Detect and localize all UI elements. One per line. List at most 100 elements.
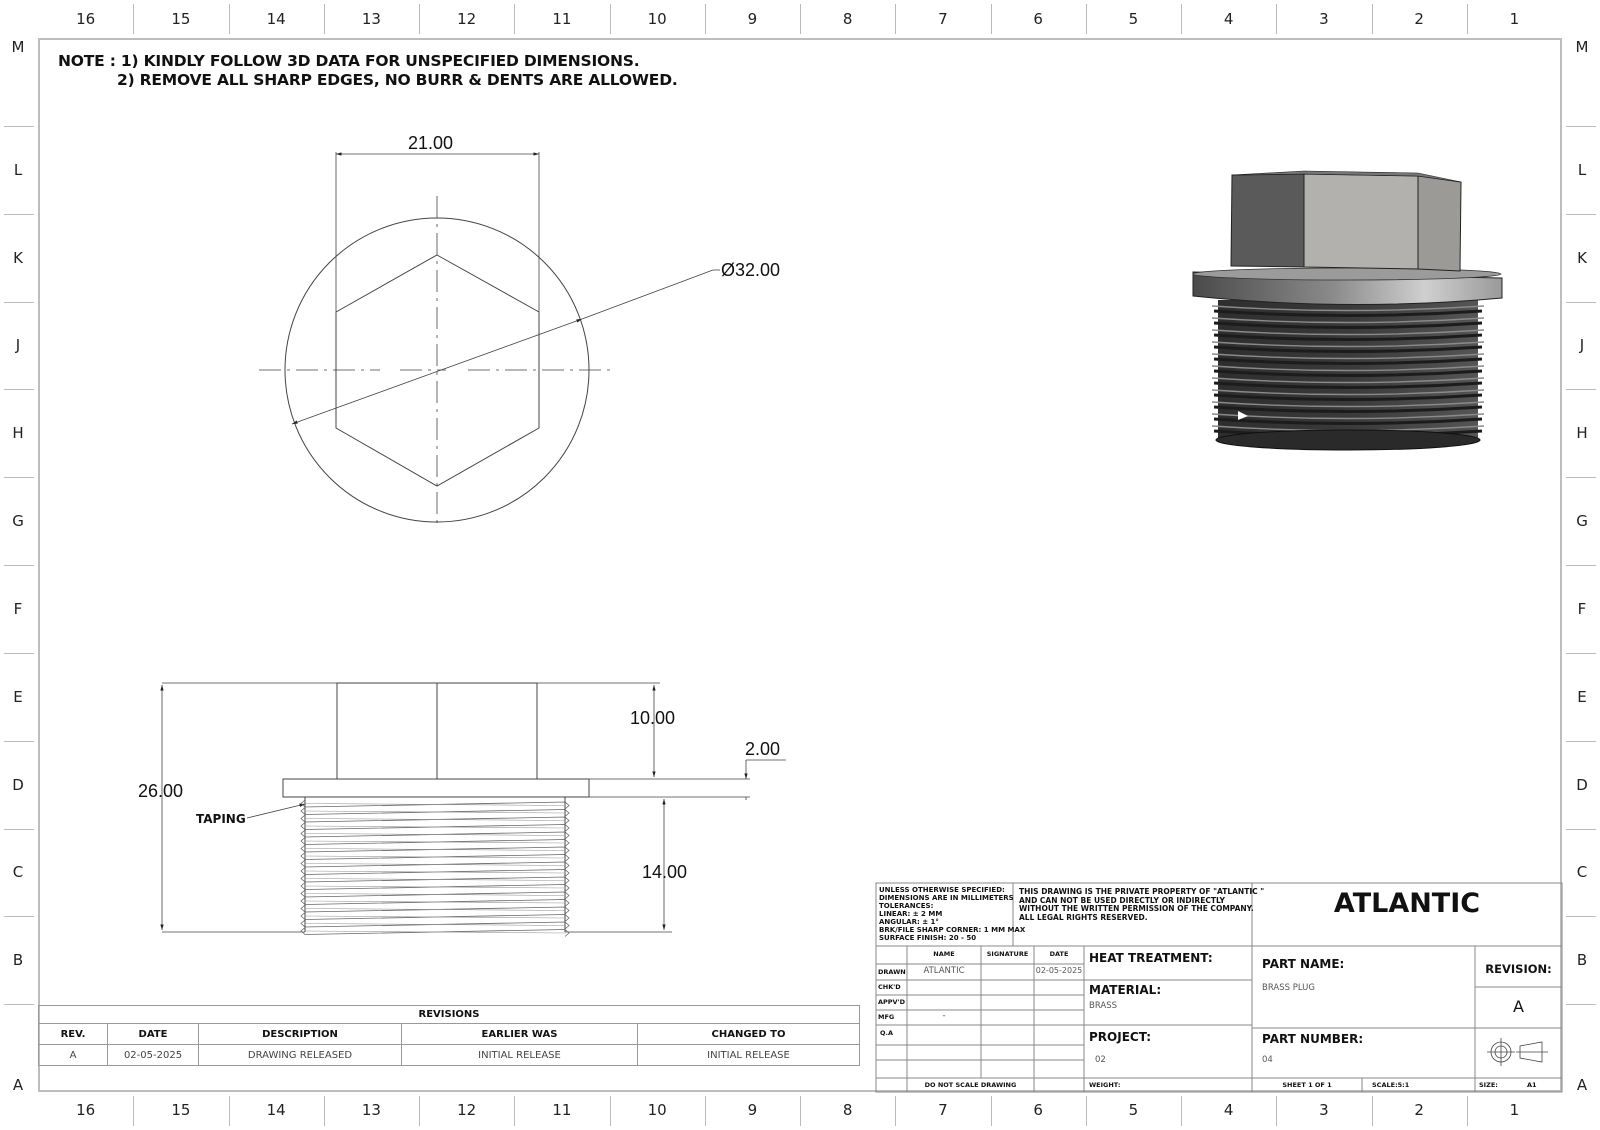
zone-column-label: 14	[266, 1101, 286, 1119]
signature-header: SIGNATURE	[986, 950, 1029, 958]
drawing-frame	[38, 38, 1562, 1092]
zone-tick	[4, 740, 34, 742]
zone-column-label: 8	[842, 1101, 853, 1119]
role-checked: CHK'D	[878, 983, 901, 991]
iso-view	[1192, 170, 1503, 451]
zone-column-label: 10	[647, 10, 667, 28]
changed-to-cell: INITIAL RELEASE	[637, 1044, 860, 1066]
role-drawn: DRAWN	[878, 968, 906, 976]
name-header: NAME	[933, 950, 955, 958]
zone-tick	[4, 213, 34, 215]
zone-tick	[419, 1096, 420, 1126]
zone-column-label: 16	[76, 10, 96, 28]
zone-column-label: 5	[1128, 1101, 1139, 1119]
zone-column-label: 11	[552, 10, 572, 28]
zone-column-label: 13	[361, 10, 381, 28]
sheet-count: SHEET 1 OF 1	[1282, 1081, 1332, 1089]
zone-row-label: G	[12, 512, 24, 531]
material-value: BRASS	[1089, 1001, 1117, 1011]
zone-row-label: G	[1576, 512, 1588, 531]
zone-tick	[1276, 1096, 1278, 1126]
zone-tick	[1566, 740, 1596, 742]
zone-tick	[1371, 4, 1373, 34]
drawn-by: ATLANTIC	[923, 966, 965, 976]
zone-row-label: D	[1576, 775, 1588, 794]
note-line-2: 2) REMOVE ALL SHARP EDGES, NO BURR & DEN…	[117, 71, 678, 89]
zone-tick	[1085, 4, 1087, 34]
zone-tick	[514, 4, 516, 34]
zone-row-label: L	[1577, 160, 1587, 179]
zone-tick	[4, 828, 34, 830]
front-view	[160, 682, 786, 933]
size-value: A1	[1527, 1081, 1537, 1089]
zone-tick	[1085, 1096, 1087, 1126]
zone-tick	[895, 1096, 897, 1126]
zone-tick	[419, 4, 420, 34]
zone-tick	[514, 1096, 516, 1126]
weight-label: WEIGHT:	[1089, 1081, 1121, 1089]
zone-row-label: E	[13, 687, 23, 706]
zone-tick	[1566, 1004, 1596, 1006]
part-number-value: 04	[1262, 1055, 1273, 1065]
thread-callout: TAPING	[196, 812, 246, 826]
zone-tick	[704, 1096, 706, 1126]
thread-profile	[304, 797, 566, 932]
zone-row-label: L	[13, 160, 23, 179]
zone-tick	[800, 4, 801, 34]
zone-column-label: 3	[1319, 1101, 1329, 1119]
project-label: PROJECT:	[1089, 1030, 1152, 1044]
zone-tick	[1566, 389, 1596, 391]
role-mfg: MFG	[878, 1013, 895, 1021]
note-line-1: NOTE : 1) KINDLY FOLLOW 3D DATA FOR UNSP…	[58, 52, 640, 70]
zone-row-label: J	[1579, 336, 1585, 355]
revisions-header-row: REV. DATE DESCRIPTION EARLIER WAS CHANGE…	[38, 1023, 860, 1045]
property-notice: THIS DRAWING IS THE PRIVATE PROPERTY OF …	[1019, 887, 1265, 922]
zone-tick	[609, 1096, 611, 1126]
zone-row-label: J	[15, 336, 21, 355]
zone-tick	[895, 4, 897, 34]
zone-row-label: B	[12, 951, 24, 970]
zone-row-label: H	[12, 424, 24, 443]
zone-tick	[1566, 213, 1596, 215]
zone-row-label: A	[1576, 1076, 1588, 1094]
zone-row-label: C	[1576, 863, 1588, 882]
dim-flange-diameter: Ø32.00	[721, 260, 781, 280]
company-logo-text: ATLANTIC	[1333, 888, 1481, 919]
zone-tick	[4, 477, 34, 479]
zone-column-label: 12	[457, 10, 477, 28]
zone-tick	[4, 389, 34, 391]
zone-row-label: A	[12, 1076, 24, 1094]
earlier-was-cell: INITIAL RELEASE	[401, 1044, 638, 1066]
zone-tick	[4, 301, 34, 303]
zone-row-label: K	[13, 248, 23, 267]
zone-column-label: 16	[76, 1101, 96, 1119]
revision-row: A 02-05-2025 DRAWING RELEASED INITIAL RE…	[38, 1044, 860, 1066]
role-approved: APPV'D	[878, 998, 905, 1006]
scale-value: SCALE:5:1	[1372, 1081, 1410, 1089]
part-number-label: PART NUMBER:	[1262, 1032, 1364, 1046]
zone-tick	[1371, 1096, 1373, 1126]
revisions-table: REVISIONS REV. DATE DESCRIPTION EARLIER …	[38, 1005, 860, 1066]
zone-tick	[4, 1004, 34, 1006]
zone-column-label: 7	[938, 1101, 948, 1119]
zone-column-label: 15	[171, 1101, 191, 1119]
zone-column-label: 6	[1033, 10, 1043, 28]
zone-tick	[323, 4, 325, 34]
zone-column-label: 9	[747, 1101, 758, 1119]
zone-column-label: 6	[1033, 1101, 1043, 1119]
zone-column-label: 3	[1319, 10, 1329, 28]
zone-column-label: 5	[1128, 10, 1139, 28]
zone-row-label: D	[12, 775, 24, 794]
zone-column-label: 9	[747, 10, 758, 28]
dim-flange-thickness: 2.00	[745, 739, 781, 759]
zone-tick	[228, 4, 230, 34]
dim-hex-height: 10.00	[630, 708, 676, 728]
zone-tick	[4, 565, 34, 566]
part-name-value: BRASS PLUG	[1262, 983, 1315, 993]
zone-tick	[133, 4, 135, 34]
zone-column-label: 12	[457, 1101, 477, 1119]
zone-column-label: 7	[938, 10, 948, 28]
zone-tick	[1566, 916, 1596, 918]
zone-row-label: E	[1577, 687, 1587, 706]
